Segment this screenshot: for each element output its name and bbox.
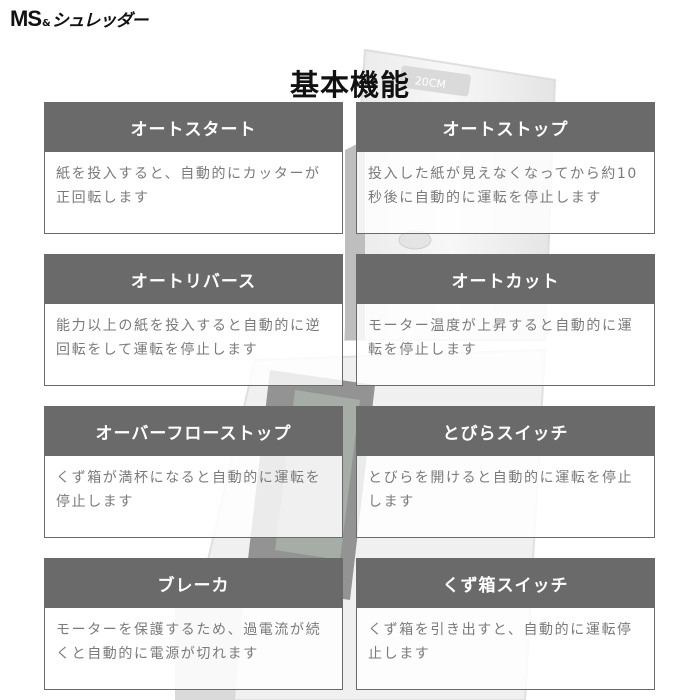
feature-title: とびらスイッチ [357, 407, 654, 456]
shredder-label-text: 20CM [414, 74, 447, 91]
feature-description: モーターを保護するため、過電流が続くと自動的に電源が切れます [56, 622, 322, 662]
feature-title: くず箱スイッチ [357, 559, 654, 608]
feature-card-overflow-stop: オーバーフローストップ くず箱が満杯になると自動的に運転を停止します [44, 406, 343, 538]
logo-ms-text: MS [10, 6, 42, 31]
feature-title: オーバーフローストップ [45, 407, 342, 456]
feature-title: オートカット [357, 255, 654, 304]
feature-title: ブレーカ [45, 559, 342, 608]
feature-description: くず箱を引き出すと、自動的に運転停止します [368, 622, 633, 662]
feature-card-auto-reverse: オートリバース 能力以上の紙を投入すると自動的に逆回転をして運転を停止します [44, 254, 343, 386]
feature-description: くず箱が満杯になると自動的に運転を停止します [56, 470, 322, 510]
feature-card-door-switch: とびらスイッチ とびらを開けると自動的に運転を停止します [356, 406, 655, 538]
feature-card-auto-stop: オートストップ 投入した紙が見えなくなってから約10秒後に自動的に運転を停止しま… [356, 102, 655, 234]
feature-description: とびらを開けると自動的に運転を停止します [368, 470, 634, 510]
feature-title: オートスタート [45, 103, 342, 152]
logo-shredder-text: シュレッダー [51, 11, 149, 31]
feature-title: オートストップ [357, 103, 654, 152]
feature-description: 投入した紙が見えなくなってから約10秒後に自動的に運転を停止します [368, 166, 638, 206]
feature-card-auto-start: オートスタート 紙を投入すると、自動的にカッターが正回転します [44, 102, 343, 234]
feature-card-breaker: ブレーカ モーターを保護するため、過電流が続くと自動的に電源が切れます [44, 558, 343, 690]
logo-ampersand: & [42, 18, 51, 29]
feature-card-auto-cut: オートカット モーター温度が上昇すると自動的に運転を停止します [356, 254, 655, 386]
feature-title: オートリバース [45, 255, 342, 304]
brand-logo: MS & シュレッダー [10, 6, 149, 36]
feature-description: 紙を投入すると、自動的にカッターが正回転します [56, 166, 321, 206]
feature-description: 能力以上の紙を投入すると自動的に逆回転をして運転を停止します [56, 318, 322, 358]
page-title: 基本機能 [289, 68, 410, 102]
feature-description: モーター温度が上昇すると自動的に運転を停止します [368, 318, 634, 358]
feature-card-bin-switch: くず箱スイッチ くず箱を引き出すと、自動的に運転停止します [356, 558, 655, 690]
